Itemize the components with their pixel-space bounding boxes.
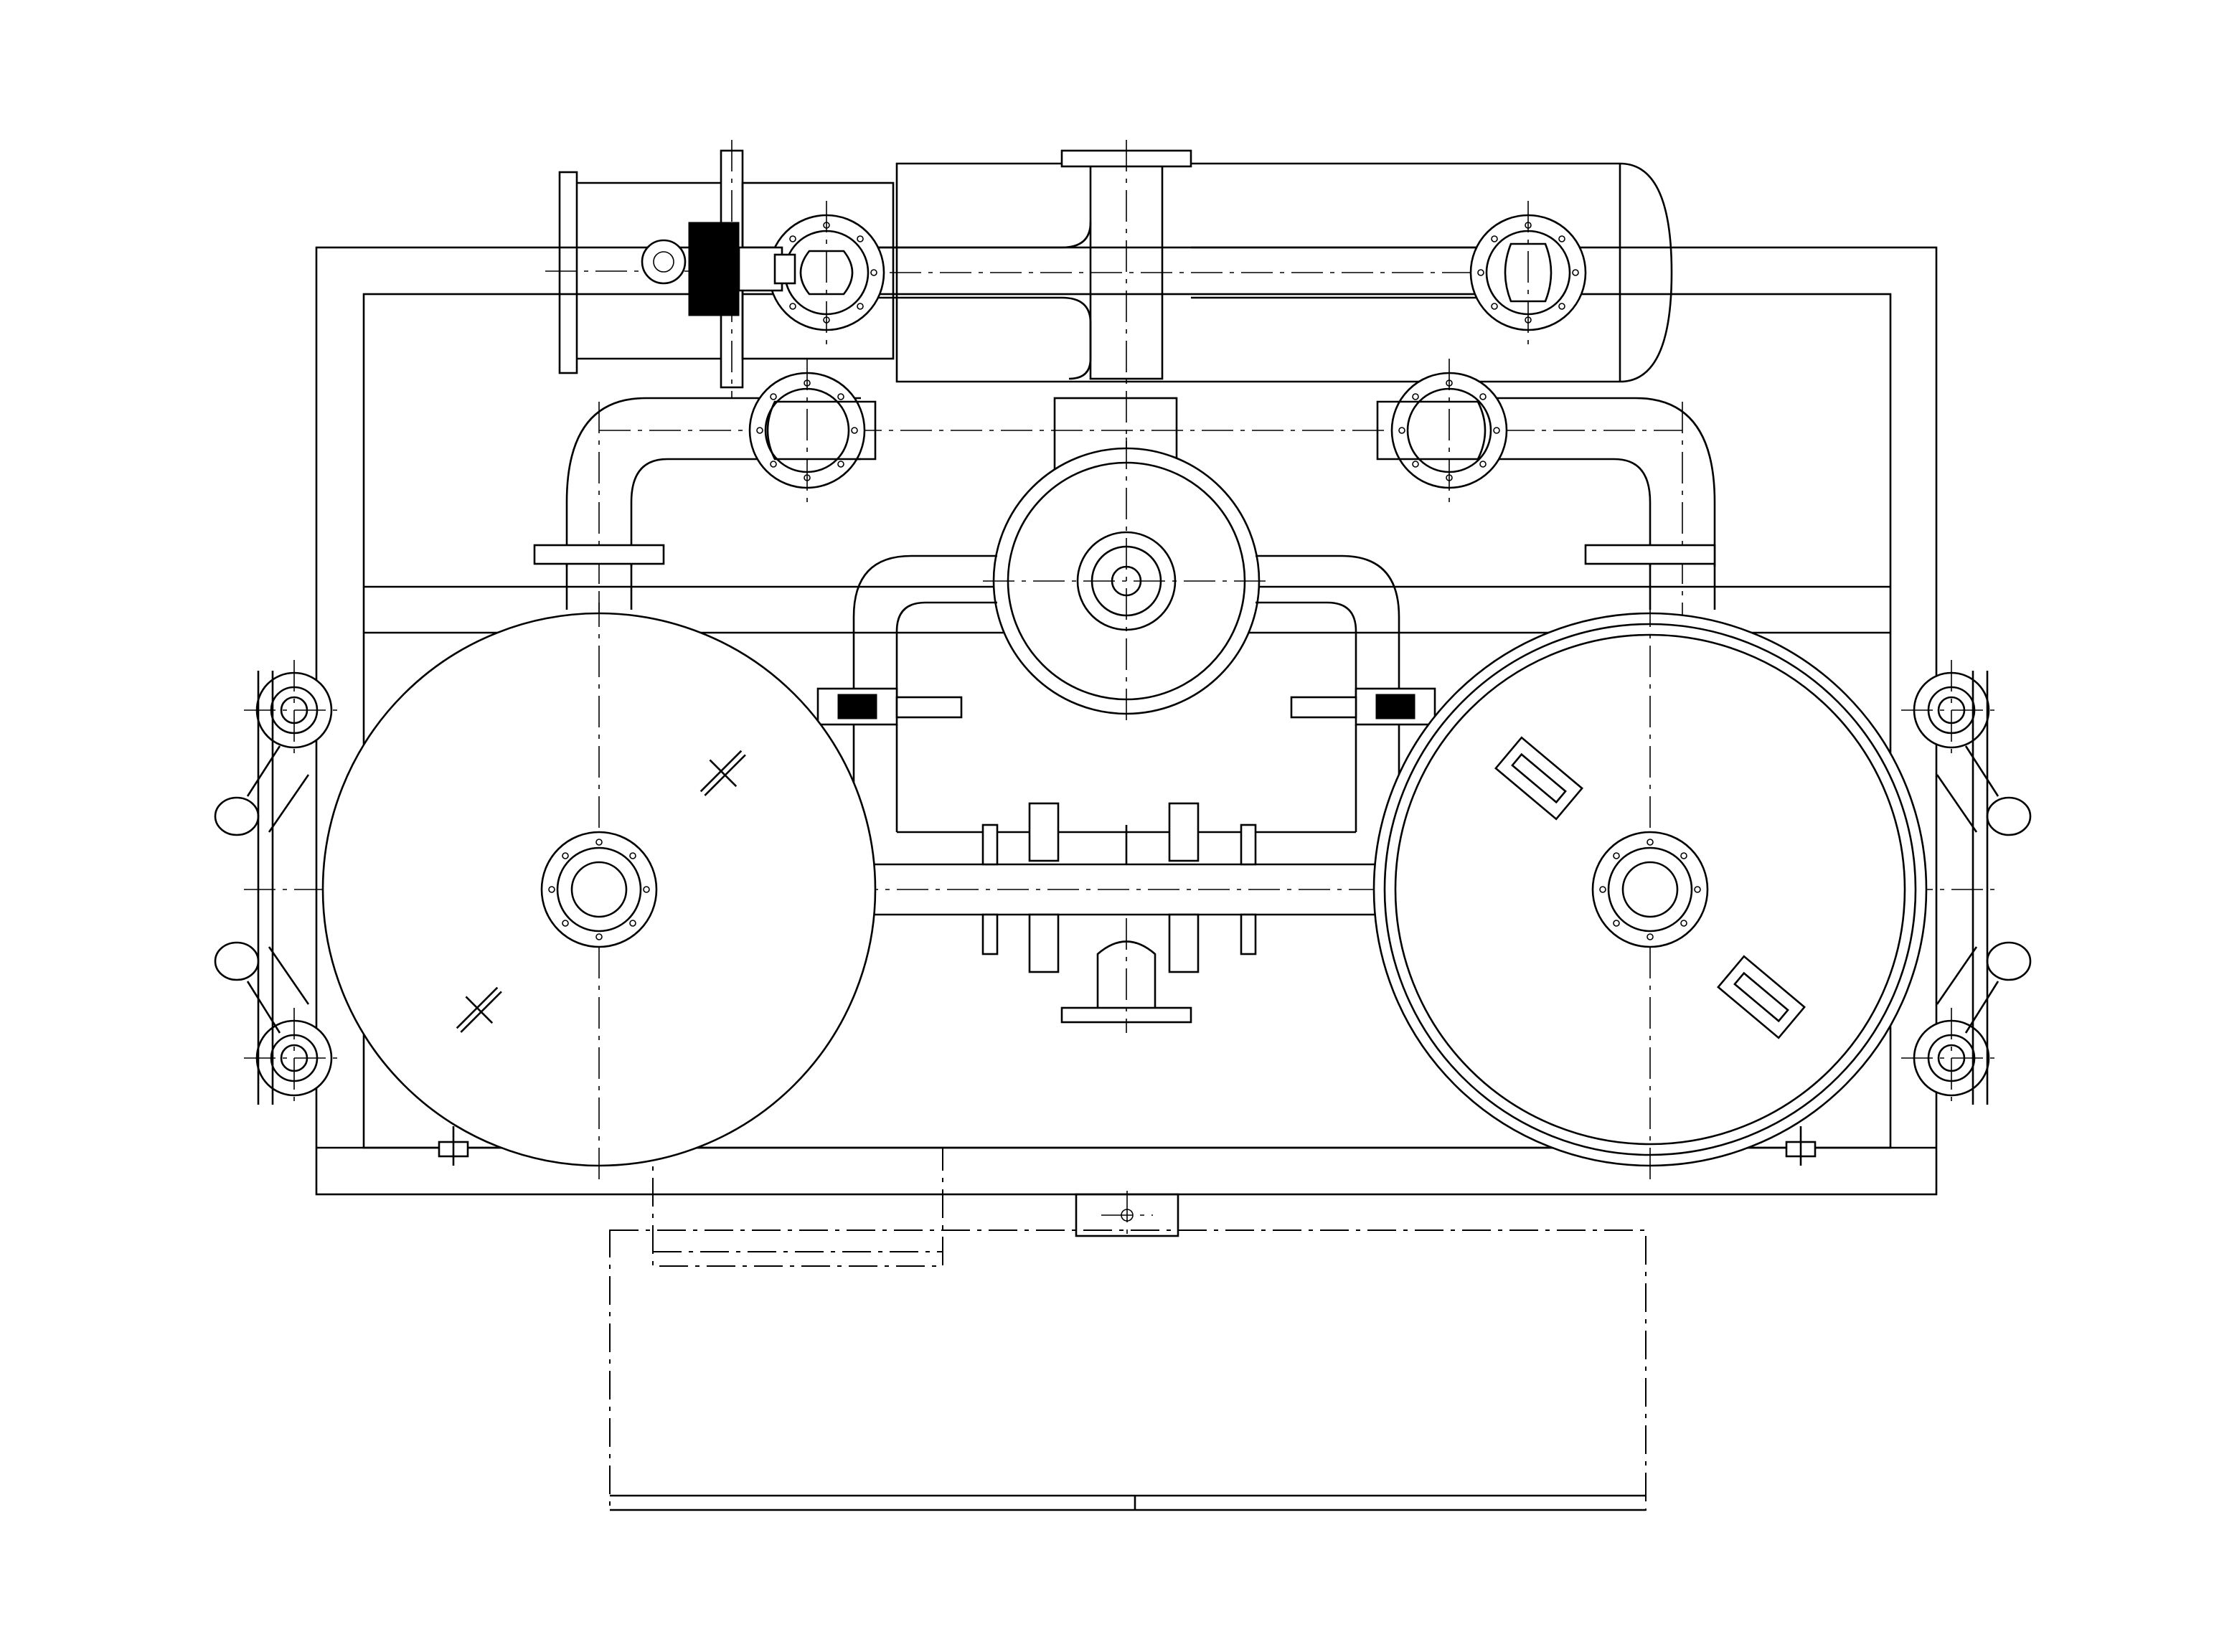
butterfly-valve-with-actuator — [641, 140, 895, 398]
blind-flange — [983, 438, 1270, 724]
left-filter-vessel — [214, 595, 877, 1184]
bypass-loops — [816, 554, 1436, 854]
horizontal-tank — [768, 140, 1673, 459]
right-filter-vessel — [1372, 595, 2032, 1184]
base-tank — [609, 1147, 1647, 1511]
